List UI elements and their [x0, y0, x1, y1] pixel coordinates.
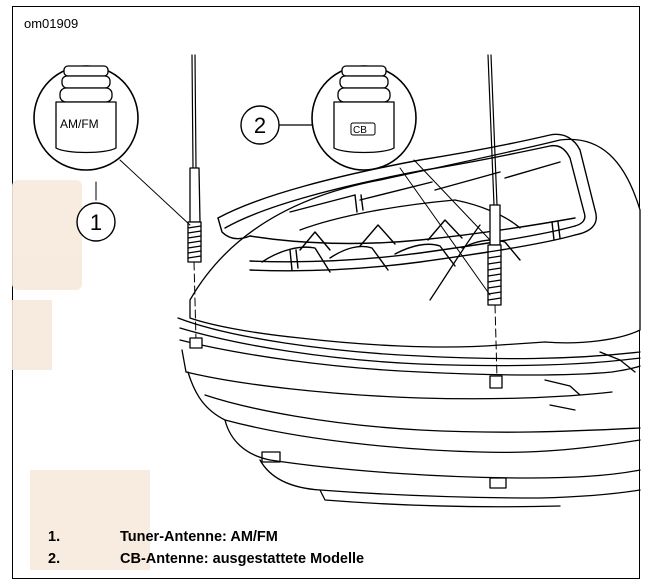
caption-list: 1. Tuner-Antenne: AM/FM 2. CB-Antenne: a…	[48, 526, 364, 570]
detail-2-label: CB	[353, 125, 367, 136]
caption-item: 1. Tuner-Antenne: AM/FM	[48, 526, 364, 548]
caption-text: CB-Antenne: ausgestattete Modelle	[120, 551, 365, 567]
caption-text: Tuner-Antenne: AM/FM	[120, 529, 278, 545]
detail-circle-am-fm: AM/FM	[33, 65, 191, 226]
figure-id: om01909	[24, 16, 79, 31]
callout-1: 1	[76, 202, 116, 242]
callout-2-number: 2	[254, 113, 266, 138]
caption-item: 2. CB-Antenne: ausgestattete Modelle	[48, 548, 364, 570]
caption-number: 1.	[48, 529, 61, 545]
detail-circle-cb: CB	[311, 65, 491, 296]
cb-antenna	[487, 54, 503, 389]
detail-1-label: AM/FM	[60, 117, 99, 131]
caption-number: 2.	[48, 551, 61, 567]
am-fm-antenna	[187, 54, 203, 349]
luggage-rack	[217, 133, 597, 273]
tour-pak-case	[177, 138, 641, 508]
callout-2: 2	[240, 105, 313, 145]
callout-1-number: 1	[90, 210, 102, 235]
